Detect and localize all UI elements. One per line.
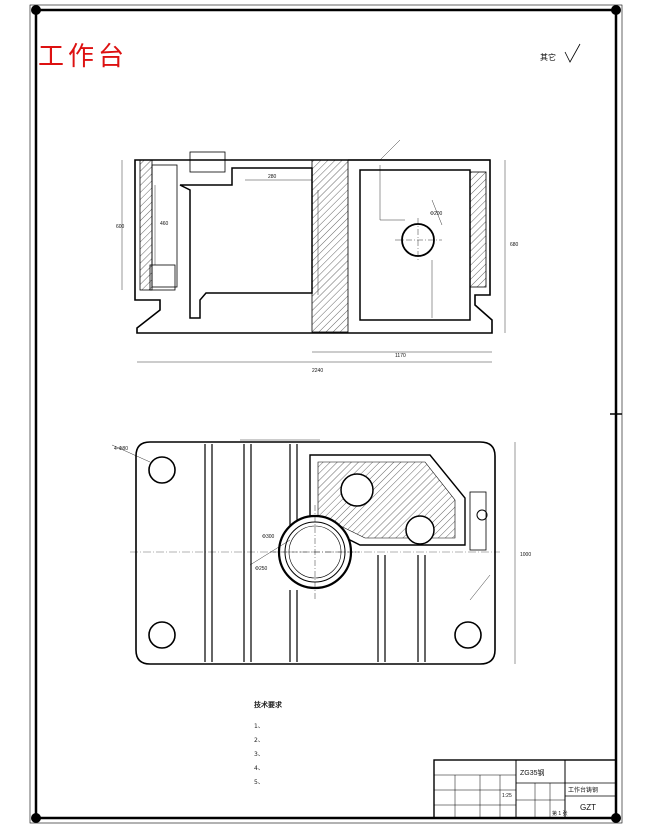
tech-note: 3、 <box>254 751 264 758</box>
dim-front-height-right: 680 <box>510 242 519 248</box>
corner-mark <box>31 5 41 15</box>
roughness-note: 其它 <box>540 53 556 62</box>
corner-mark <box>31 813 41 823</box>
dim-front-hole: Φ200 <box>430 211 443 217</box>
dim-top-bore-inner: Φ250 <box>255 566 268 572</box>
tech-notes-heading: 技术要求 <box>254 701 282 709</box>
technical-notes: 技术要求 1、 2、 3、 4、 5、 <box>254 700 282 790</box>
corner-mark <box>611 5 621 15</box>
roughness-symbol <box>564 43 581 63</box>
dim-front-right-width: 1170 <box>395 353 406 359</box>
title-block-drawing-no: GZT <box>580 803 596 812</box>
title-block-material: ZG35钢 <box>520 770 545 777</box>
sheet-border <box>34 8 618 820</box>
tech-note: 2、 <box>254 737 264 744</box>
tech-note: 1、 <box>254 723 264 730</box>
dim-top-large-bore: Φ300 <box>262 534 275 540</box>
top-view <box>111 439 516 665</box>
dim-front-overall-width: 2240 <box>312 368 323 374</box>
dim-top-overall-height: 1000 <box>520 552 531 558</box>
dim-front-inner-height: 460 <box>160 221 169 227</box>
title-block-scale: 1:25 <box>502 793 512 799</box>
drawing-title: 工作台 <box>38 42 129 72</box>
dim-front-height-left: 600 <box>116 224 125 230</box>
dim-front-inner-top: 280 <box>268 174 277 180</box>
dim-top-corner-hole: 4-Φ80 <box>114 446 128 452</box>
tech-note: 5、 <box>254 779 264 786</box>
title-block-sheet: 第 1 张 <box>552 811 568 817</box>
sheet-trim-line <box>29 4 623 824</box>
tech-note: 4、 <box>254 765 264 772</box>
front-section-view <box>121 139 506 363</box>
title-block <box>433 759 617 819</box>
title-block-part-name: 工作台铸钢 <box>568 788 599 794</box>
